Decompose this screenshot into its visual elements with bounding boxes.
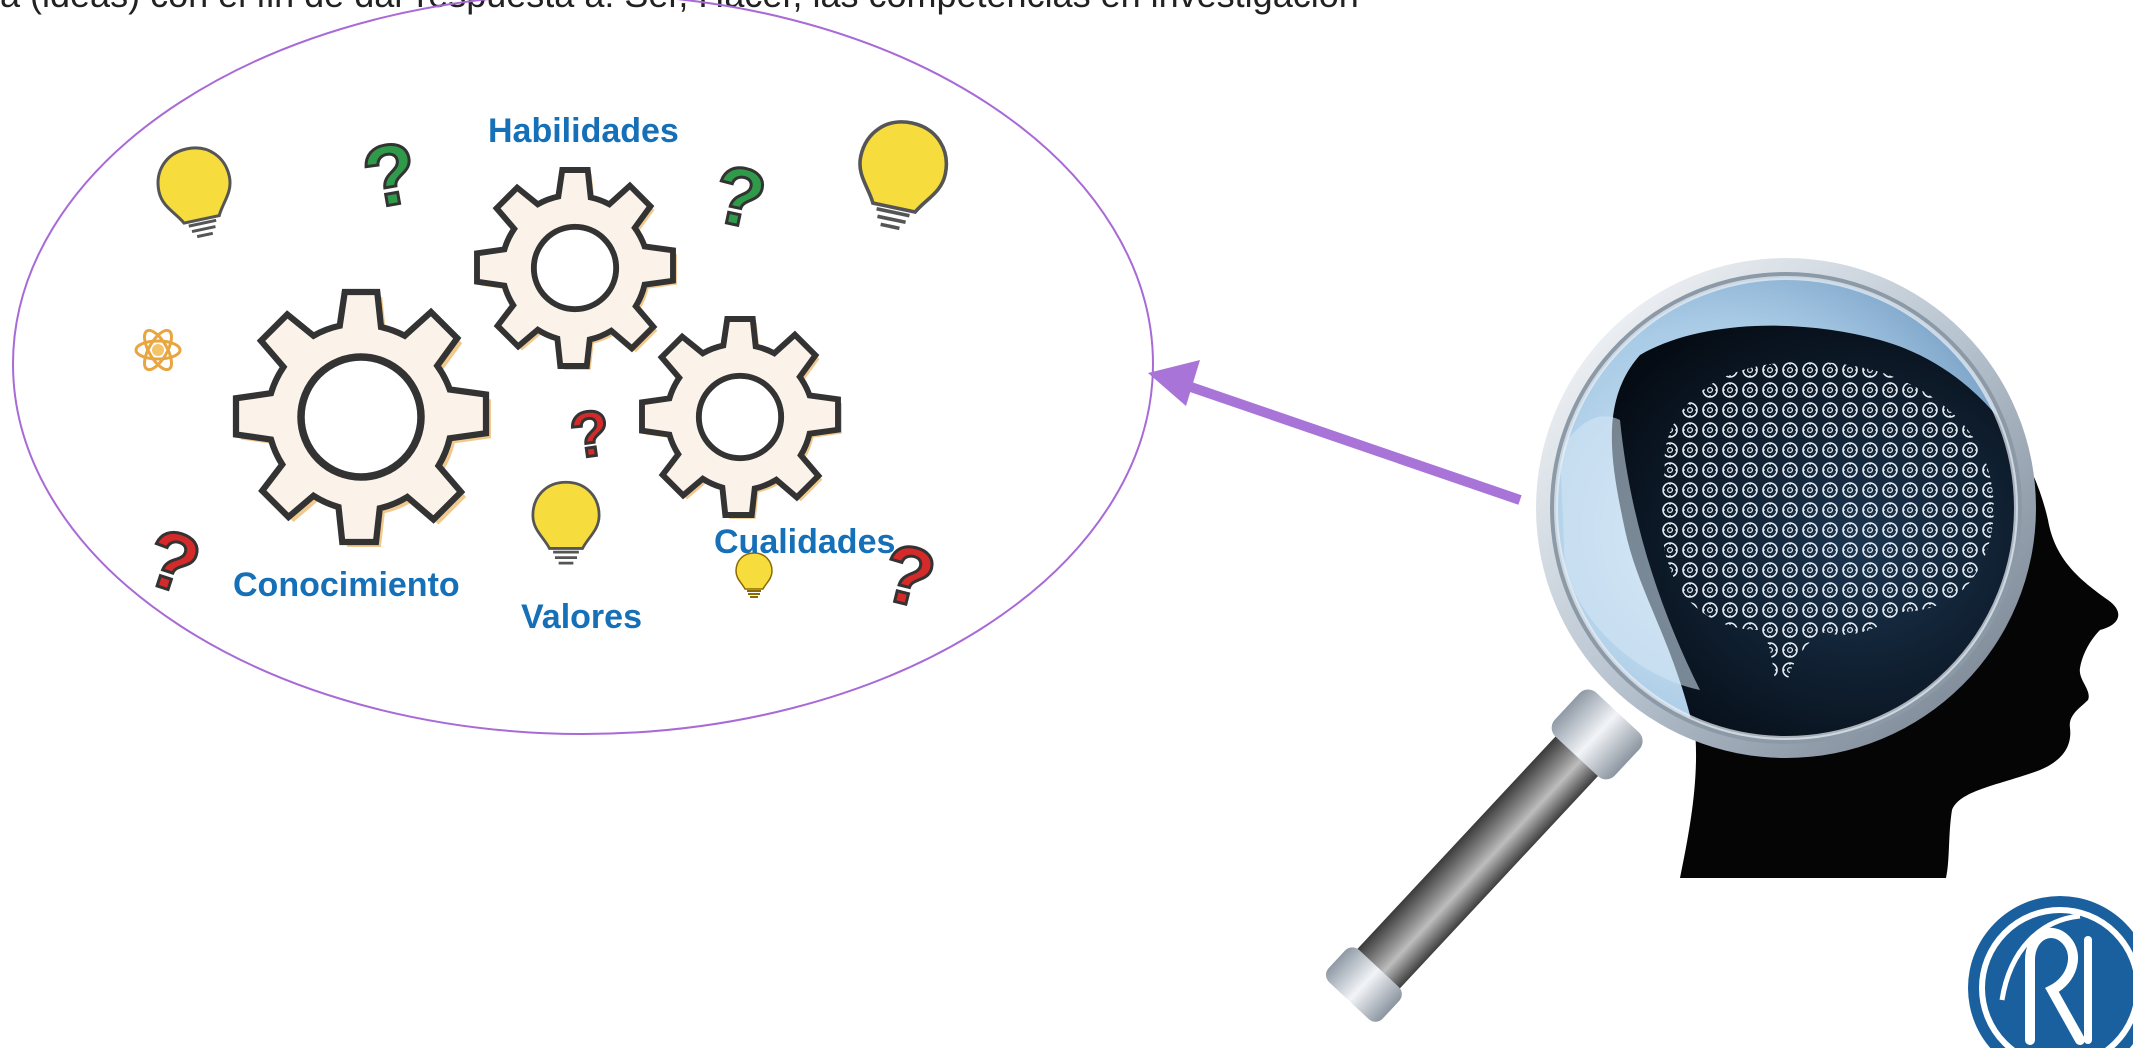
concept-ellipse [12,0,1154,735]
question-mark-icon: ? [356,124,424,228]
lightbulb-icon [149,139,239,239]
label-valores: Valores [521,598,642,636]
question-mark-icon: ? [135,511,211,613]
question-mark-icon: ? [706,148,774,247]
question-mark-icon: ? [566,396,615,473]
label-cualidades: Cualidades [714,523,895,561]
gear-icon [477,170,677,370]
gear-icon [642,319,842,519]
magnifying-glass-icon [1325,258,2036,1022]
brain-gears-icon [1661,361,1994,680]
university-logo [1968,896,2133,1048]
lightbulb-icon [735,552,773,598]
lightbulb-icon [531,480,601,565]
lightbulb-icon [849,112,957,231]
slide-top-text: a (ideas) con el fin de dar respuesta a:… [0,0,1359,16]
label-conocimiento: Conocimiento [233,566,460,604]
gear-icon [236,292,491,547]
atom-icon [134,328,182,372]
arrow [1148,360,1522,505]
label-habilidades: Habilidades [488,112,679,150]
